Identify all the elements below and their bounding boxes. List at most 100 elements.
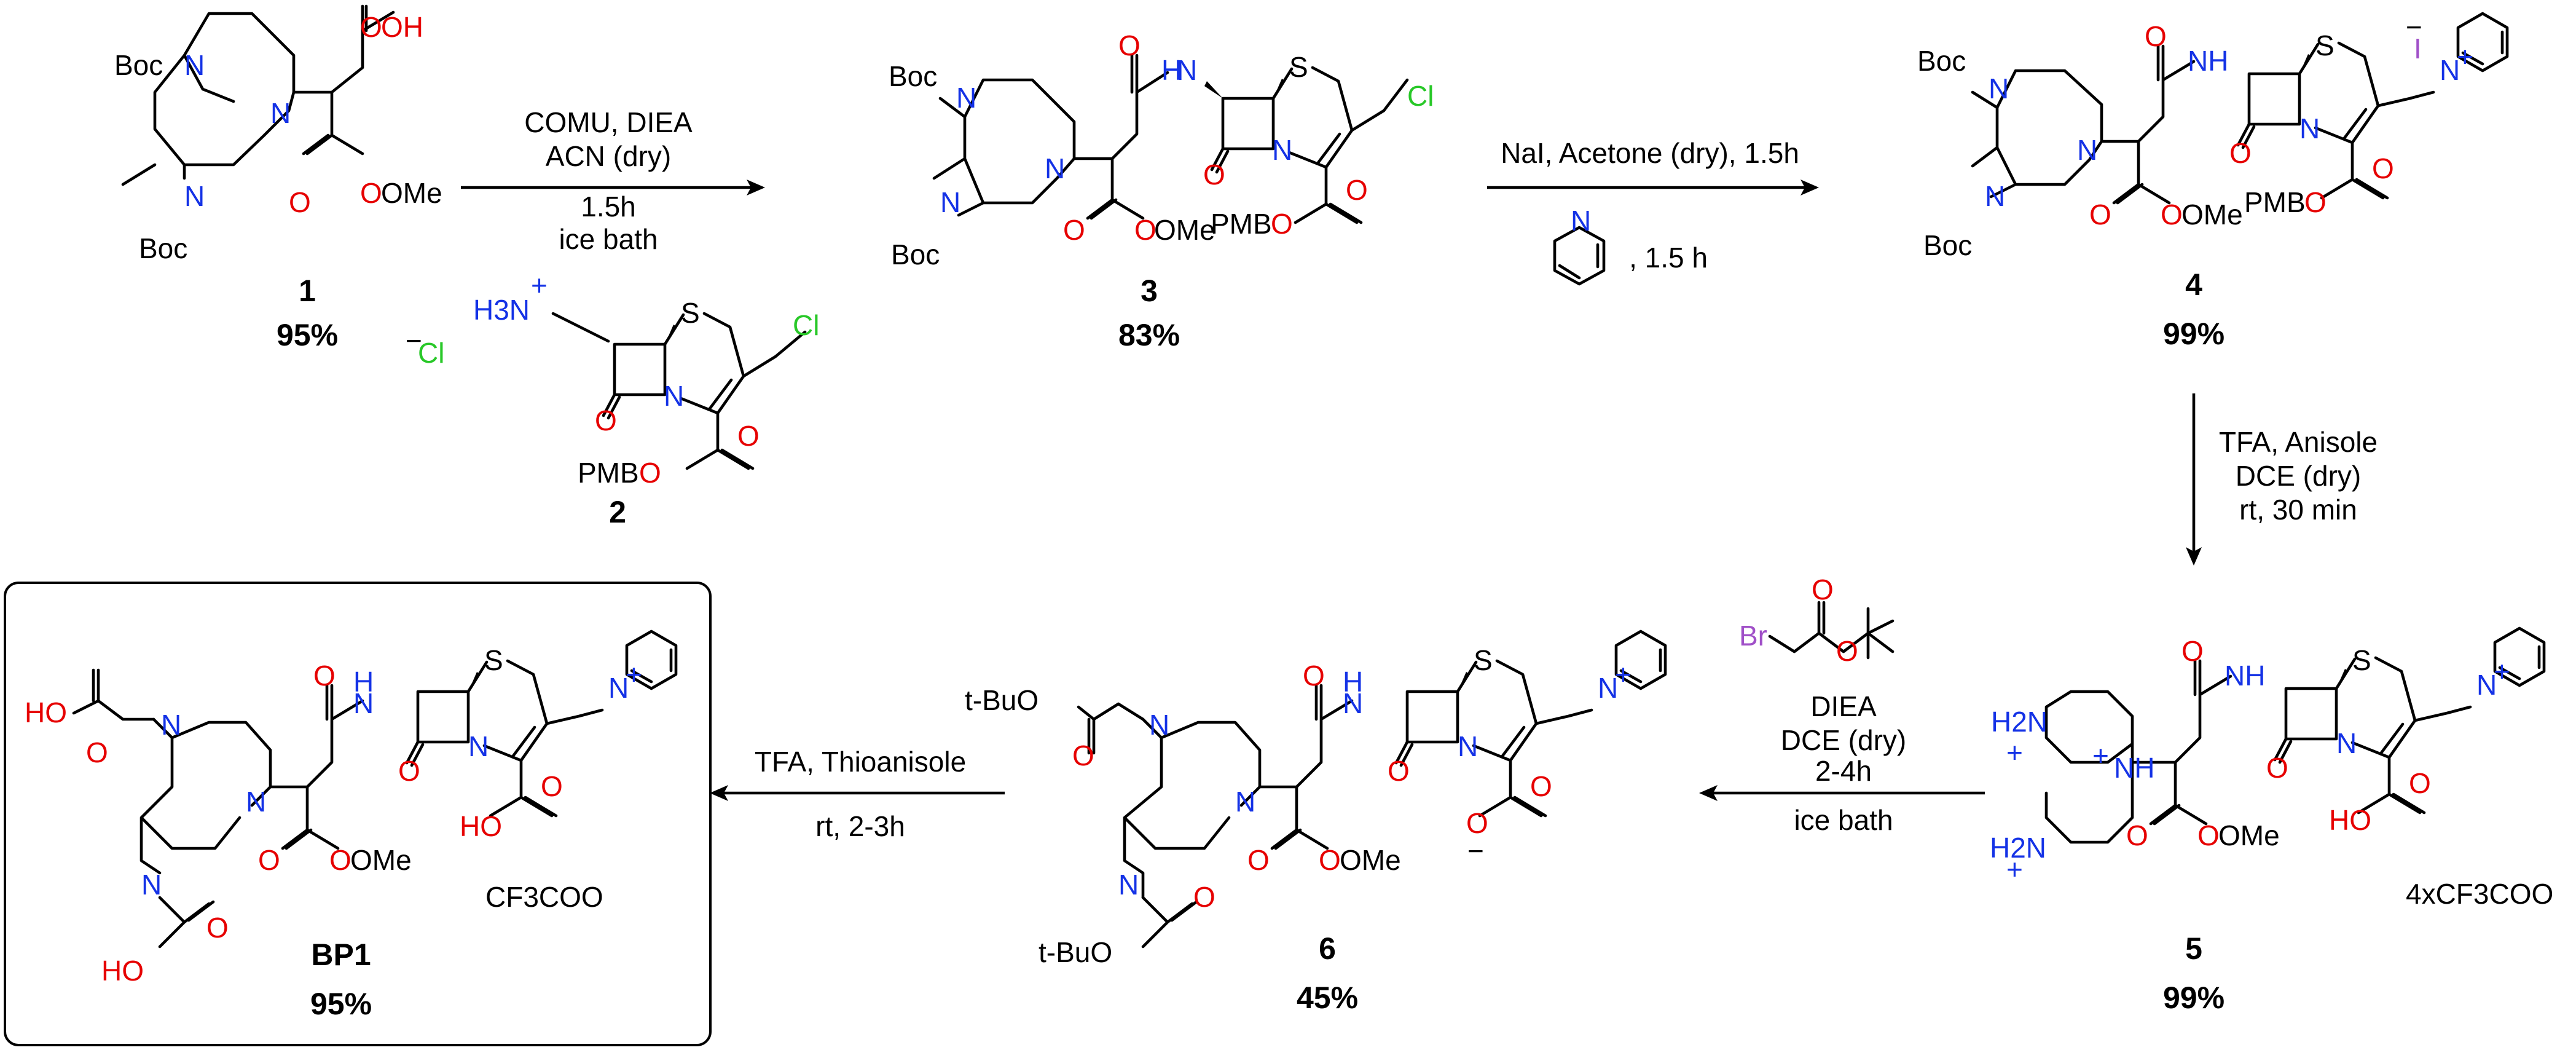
o-atom: O xyxy=(1319,844,1341,876)
o-atom: O xyxy=(313,660,336,692)
ho-label: HO xyxy=(101,955,144,987)
o-atom: O xyxy=(1063,214,1085,246)
pyridinium-ring xyxy=(1614,630,1667,690)
o-atom: O xyxy=(2161,199,2183,231)
n-atom: N xyxy=(2440,54,2460,86)
minus-charge: − xyxy=(406,325,422,357)
plus-charge: + xyxy=(626,658,642,690)
o-atom: O xyxy=(595,405,617,436)
n-atom: N xyxy=(1571,205,1591,237)
plus-charge: + xyxy=(2092,740,2109,772)
o-atom: O xyxy=(1836,635,1858,667)
boc-label: Boc xyxy=(889,60,937,92)
s-atom: S xyxy=(1474,644,1493,676)
plus-charge: + xyxy=(2006,853,2023,885)
step1-temperature: ice bath xyxy=(559,223,658,255)
ho-label: HO xyxy=(2329,804,2371,836)
step1-reagents: COMU, DIEA xyxy=(524,106,693,138)
compound-5-number: 5 xyxy=(2185,931,2202,966)
s-atom: S xyxy=(681,297,700,329)
n-atom: N xyxy=(270,97,291,129)
h-atom: H xyxy=(1343,666,1363,698)
n-atom: N xyxy=(468,730,489,762)
ome-label: OMe xyxy=(350,844,412,876)
o-atom: O xyxy=(1271,208,1293,240)
n-atom: N xyxy=(1235,786,1255,818)
o-atom: O xyxy=(2089,199,2111,231)
pyridinium-ring xyxy=(2493,626,2546,687)
plus-charge: + xyxy=(1615,658,1632,690)
s-atom: S xyxy=(2352,644,2371,676)
compound-2 xyxy=(603,314,807,468)
n-atom: N xyxy=(664,380,684,412)
o-atom: O xyxy=(1388,755,1410,787)
boc-label: Boc xyxy=(114,49,163,81)
plus-charge: + xyxy=(2006,736,2023,768)
compound-4-yield: 99% xyxy=(2163,317,2225,351)
s-atom: S xyxy=(1289,51,1308,83)
minus-charge: − xyxy=(2406,11,2422,43)
oh-label: OH xyxy=(381,11,423,43)
n-atom: N xyxy=(1118,869,1139,901)
o-atom: O xyxy=(639,457,661,489)
plus-charge: + xyxy=(2494,655,2510,687)
o-atom: O xyxy=(1303,660,1325,692)
o-atom: O xyxy=(289,186,311,218)
boc-label: Boc xyxy=(1923,229,1972,261)
compound-bp1-number: BP1 xyxy=(311,938,371,972)
ome-label: OMe xyxy=(2181,199,2243,231)
n-atom: N xyxy=(1343,687,1363,719)
n-atom: N xyxy=(246,786,266,818)
n-atom: N xyxy=(1989,73,2009,105)
compound-4 xyxy=(1971,44,2196,205)
step3-reagents: TFA, Anisole xyxy=(2219,426,2378,458)
n-atom: N xyxy=(956,82,976,114)
boc-label: Boc xyxy=(139,232,187,264)
h-atom: H xyxy=(1161,54,1182,86)
tbuo-label: t-BuO xyxy=(965,684,1039,716)
s-atom: S xyxy=(484,644,503,676)
tbuo-label: t-BuO xyxy=(1039,936,1112,968)
n-atom: N xyxy=(1985,180,2005,212)
n-atom: N xyxy=(141,869,162,901)
o-atom: O xyxy=(2372,152,2394,184)
o-atom: O xyxy=(737,420,760,452)
plus-charge: + xyxy=(2457,41,2473,73)
o-atom: O xyxy=(329,844,351,876)
compound-6-yield: 45% xyxy=(1297,981,1358,1015)
n-atom: N xyxy=(2336,727,2357,759)
o-atom: O xyxy=(258,844,280,876)
compound-bp1 xyxy=(72,668,364,949)
counterion-label: CF3COO xyxy=(485,881,603,913)
o-atom: O xyxy=(2304,186,2327,218)
o-atom: O xyxy=(2145,20,2167,52)
o-atom: O xyxy=(1346,174,1368,206)
product-box xyxy=(4,582,712,1046)
reaction-arrow-2 xyxy=(1487,180,1819,195)
n-atom: N xyxy=(1177,54,1197,86)
counterion-label: 4xCF3COO xyxy=(2406,878,2553,910)
reaction-arrow-4 xyxy=(1699,785,1985,801)
compound-bp1-yield: 95% xyxy=(310,987,372,1021)
br-atom: Br xyxy=(1739,620,1767,652)
step4-temperature: ice bath xyxy=(1794,804,1893,836)
step4-time: 2-4h xyxy=(1815,755,1872,787)
boc-label: Boc xyxy=(1917,45,1966,77)
nh-label: NH xyxy=(2225,660,2265,692)
o-atom: O xyxy=(1203,159,1225,191)
h-atom: H xyxy=(353,666,374,698)
compound-1-number: 1 xyxy=(299,274,316,308)
n-atom: N xyxy=(940,186,960,218)
h2n-label: H2N xyxy=(1990,832,2046,864)
step5-conditions: rt, 2-3h xyxy=(815,810,905,842)
step4-base: DIEA xyxy=(1810,690,1877,722)
o-atom: O xyxy=(1812,574,1834,606)
o-atom: O xyxy=(206,912,229,944)
n-atom: N xyxy=(184,49,205,81)
o-atom: O xyxy=(1134,214,1156,246)
nh-label: NH xyxy=(2114,752,2154,784)
h3n-label: H3N xyxy=(473,294,530,326)
o-atom: O xyxy=(2266,752,2288,784)
cl-atom: Cl xyxy=(793,309,819,341)
